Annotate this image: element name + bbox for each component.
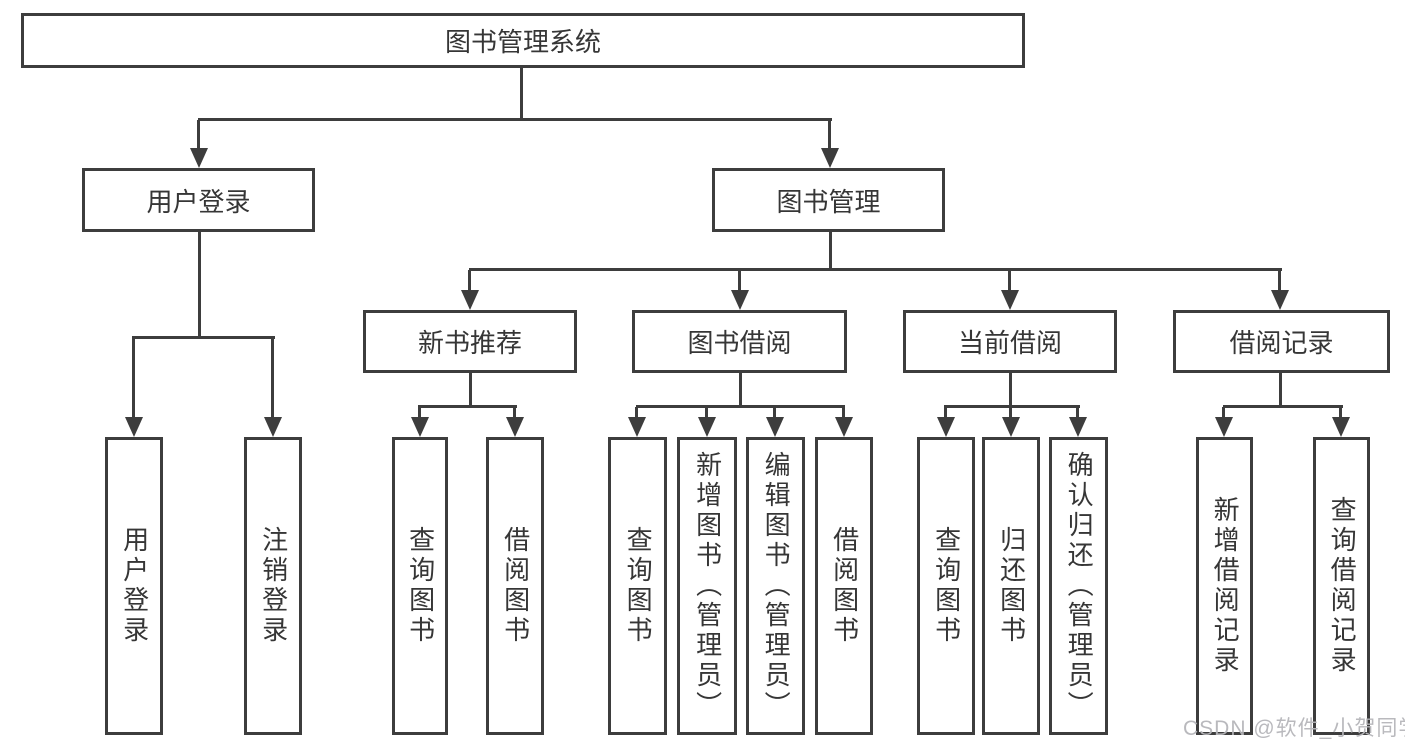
leaf-query-books-current-label: 查询图书: [931, 526, 962, 646]
connector-line: [636, 405, 845, 408]
connector-arrow: [264, 338, 282, 437]
leaf-query-books-borrowing-label: 查询图书: [623, 526, 654, 646]
node-new-book-recommend: 新书推荐: [363, 310, 577, 373]
connector-line: [739, 373, 742, 408]
connector-arrow: [821, 120, 839, 168]
connector-line: [418, 405, 517, 408]
leaf-user-login: 用户登录: [105, 437, 163, 735]
leaf-borrow-books-recommend: 借阅图书: [486, 437, 544, 735]
node-book-borrowing-label: 图书借阅: [687, 328, 792, 358]
connector-arrow: [125, 338, 143, 437]
connector-arrow: [411, 407, 429, 437]
connector-line: [469, 268, 1282, 271]
connector-arrow: [835, 407, 853, 437]
node-book-borrowing: 图书借阅: [632, 310, 847, 373]
connector-line: [944, 405, 1080, 408]
node-book-management-label: 图书管理: [776, 186, 881, 217]
connector-arrow: [698, 407, 716, 437]
connector-arrow: [731, 270, 749, 310]
connector-arrow: [1215, 407, 1233, 437]
leaf-edit-books-admin: 编辑图书（管理员）: [746, 437, 805, 735]
connector-line: [520, 68, 523, 121]
leaf-add-books-admin: 新增图书（管理员）: [677, 437, 737, 735]
connector-line: [198, 118, 832, 121]
connector-arrow: [190, 120, 208, 168]
leaf-query-borrow-record-label: 查询借阅记录: [1327, 496, 1358, 676]
node-current-borrowing: 当前借阅: [903, 310, 1117, 373]
connector-line: [829, 232, 832, 271]
connector-arrow: [1069, 407, 1087, 437]
leaf-return-books-label: 归还图书: [996, 526, 1027, 646]
connector-arrow: [1001, 270, 1019, 310]
leaf-query-books-borrowing: 查询图书: [608, 437, 667, 735]
leaf-borrow-books-recommend-label: 借阅图书: [500, 526, 531, 646]
leaf-query-books-recommend-label: 查询图书: [405, 526, 436, 646]
connector-arrow: [1271, 270, 1289, 310]
node-borrowing-records: 借阅记录: [1173, 310, 1390, 373]
connector-line: [1009, 373, 1012, 408]
csdn-watermark: CSDN @软件_小贺同学: [1183, 717, 1405, 740]
node-user-login-label: 用户登录: [146, 186, 251, 217]
connector-line: [469, 373, 472, 408]
leaf-borrow-books-label: 借阅图书: [829, 526, 860, 646]
node-current-borrowing-label: 当前借阅: [957, 328, 1062, 358]
node-root-label: 图书管理系统: [444, 27, 601, 57]
connector-arrow: [937, 407, 955, 437]
connector-line: [1223, 405, 1343, 408]
leaf-logout: 注销登录: [244, 437, 302, 735]
leaf-edit-books-admin-label: 编辑图书（管理员）: [761, 451, 792, 721]
connector-arrow: [628, 407, 646, 437]
node-borrowing-records-label: 借阅记录: [1229, 328, 1334, 358]
leaf-add-borrow-record: 新增借阅记录: [1196, 437, 1253, 735]
node-new-book-recommend-label: 新书推荐: [417, 328, 522, 358]
node-book-management: 图书管理: [712, 168, 945, 232]
connector-arrow: [461, 270, 479, 310]
node-user-login: 用户登录: [82, 168, 315, 232]
connector-arrow: [506, 407, 524, 437]
leaf-add-borrow-record-label: 新增借阅记录: [1210, 496, 1241, 676]
connector-arrow: [766, 407, 784, 437]
connector-arrow: [1002, 407, 1020, 437]
leaf-query-books-current: 查询图书: [917, 437, 975, 735]
leaf-borrow-books: 借阅图书: [815, 437, 873, 735]
connector-line: [1279, 373, 1282, 408]
leaf-logout-label: 注销登录: [258, 526, 289, 646]
leaf-user-login-label: 用户登录: [119, 526, 150, 646]
connector-arrow: [1332, 407, 1350, 437]
leaf-return-books: 归还图书: [982, 437, 1040, 735]
leaf-query-borrow-record: 查询借阅记录: [1313, 437, 1370, 735]
leaf-add-books-admin-label: 新增图书（管理员）: [692, 451, 723, 721]
node-root: 图书管理系统: [21, 13, 1025, 68]
connector-line: [198, 232, 201, 339]
leaf-confirm-return-admin-label: 确认归还（管理员）: [1064, 451, 1095, 721]
leaf-query-books-recommend: 查询图书: [392, 437, 448, 735]
connector-line: [132, 336, 275, 339]
leaf-confirm-return-admin: 确认归还（管理员）: [1049, 437, 1108, 735]
